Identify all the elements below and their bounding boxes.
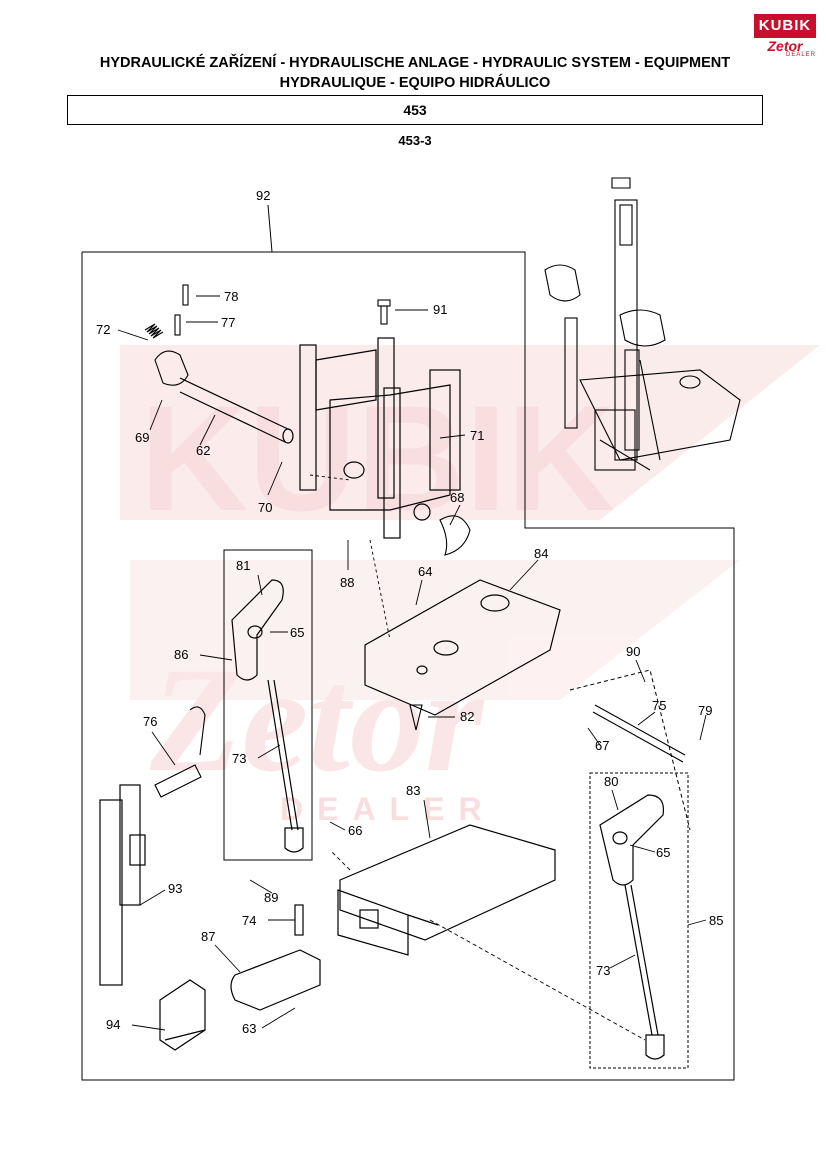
label-85: 85: [709, 913, 723, 928]
mounting-plate: [364, 579, 561, 716]
lift-shaft: [179, 377, 294, 444]
label-88: 88: [340, 575, 354, 590]
pin-and-spring: [144, 284, 189, 386]
label-80: 80: [604, 774, 618, 789]
watermark-dealer: DEALER: [280, 791, 496, 827]
label-84: 84: [534, 546, 548, 561]
label-65-right: 65: [656, 845, 670, 860]
label-74: 74: [242, 913, 256, 928]
label-76: 76: [143, 714, 157, 729]
assembly-frame: [81, 204, 735, 1081]
label-77: 77: [221, 315, 235, 330]
logo-brand-top: KUBIK: [754, 14, 816, 38]
sub-assembly-boxes: [223, 549, 691, 1069]
label-91: 91: [433, 302, 447, 317]
label-90: 90: [626, 644, 640, 659]
group-number-box: 453: [67, 95, 763, 125]
half-shell-68: [439, 515, 471, 556]
label-94: 94: [106, 1017, 120, 1032]
label-67: 67: [595, 738, 609, 753]
label-71: 71: [470, 428, 484, 443]
label-87: 87: [201, 929, 215, 944]
leader-lines: [117, 295, 707, 1041]
bracket-frame: [299, 337, 461, 539]
watermark-zetor: Zetor: [149, 637, 485, 803]
arm-93: [99, 784, 146, 986]
title-line-2: HYDRAULIQUE - EQUIPO HIDRÁULICO: [279, 75, 551, 91]
label-82: 82: [460, 709, 474, 724]
logo-brand-bottom: Zetor: [767, 38, 803, 54]
label-83: 83: [406, 783, 420, 798]
label-79: 79: [698, 703, 712, 718]
label-78: 78: [224, 289, 238, 304]
label-75: 75: [652, 698, 666, 713]
lift-link-left: [231, 579, 304, 853]
drawbar-frame: [337, 824, 556, 956]
label-89: 89: [264, 890, 278, 905]
tractor-overview: [544, 177, 741, 471]
stop-82: [409, 704, 423, 731]
label-70: 70: [258, 500, 272, 515]
watermark: KUBIK Zetor DEALER: [120, 345, 820, 827]
lift-link-right: [599, 794, 665, 1060]
part-labels: 92 78 77 72 91 69 62 71 70 68 88 81 65 8…: [96, 188, 723, 1036]
label-92: 92: [256, 188, 270, 203]
label-73-right: 73: [596, 963, 610, 978]
logo-dealer: DEALER: [785, 52, 816, 58]
bolt-91: [377, 299, 391, 325]
label-69: 69: [135, 430, 149, 445]
label-93: 93: [168, 881, 182, 896]
clip-94: [159, 979, 206, 1051]
label-73-left: 73: [232, 751, 246, 766]
pin-76: [154, 706, 206, 798]
label-64: 64: [418, 564, 432, 579]
label-66: 66: [348, 823, 362, 838]
subgroup-number: 453-3: [398, 133, 432, 148]
label-68: 68: [450, 490, 464, 505]
group-number: 453: [403, 102, 427, 118]
label-72: 72: [96, 322, 110, 337]
kubik-zetor-logo: KUBIK Zetor DEALER: [754, 14, 816, 58]
label-81: 81: [236, 558, 250, 573]
label-86: 86: [174, 647, 188, 662]
label-63: 63: [242, 1021, 256, 1036]
label-65-left: 65: [290, 625, 304, 640]
shaft-75: [592, 704, 686, 763]
title-line-1: HYDRAULICKÉ ZAŘÍZENÍ - HYDRAULISCHE ANLA…: [99, 55, 731, 71]
label-62: 62: [196, 443, 210, 458]
